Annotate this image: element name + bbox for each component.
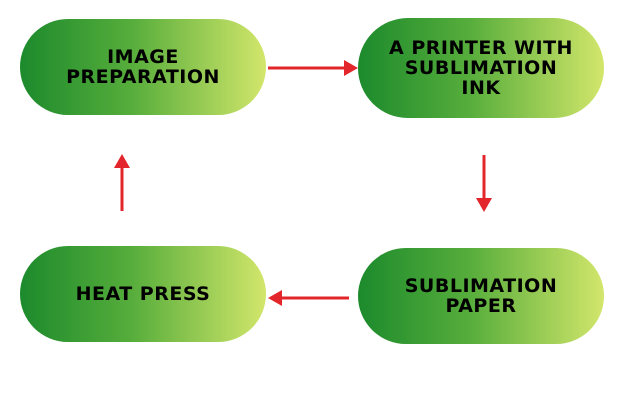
node-printer-with-sublimation-ink: A PRINTER WITH SUBLIMATION INK: [358, 18, 604, 118]
arrow-image-preparation-to-printer: [268, 60, 358, 76]
node-heat-press: HEAT PRESS: [20, 246, 266, 342]
node-label-printer: A PRINTER WITH SUBLIMATION INK: [389, 37, 573, 99]
arrow-printer-to-sublimation-paper: [476, 155, 492, 212]
node-label-heat-press: HEAT PRESS: [75, 283, 211, 305]
node-label-image-preparation: IMAGE PREPARATION: [66, 46, 220, 88]
arrow-heat-press-to-image-preparation: [114, 154, 130, 211]
node-sublimation-paper: SUBLIMATION PAPER: [358, 248, 604, 344]
node-image-preparation: IMAGE PREPARATION: [20, 19, 266, 115]
arrow-sublimation-paper-to-heat-press: [268, 290, 349, 306]
node-label-sublimation-paper: SUBLIMATION PAPER: [404, 275, 558, 317]
